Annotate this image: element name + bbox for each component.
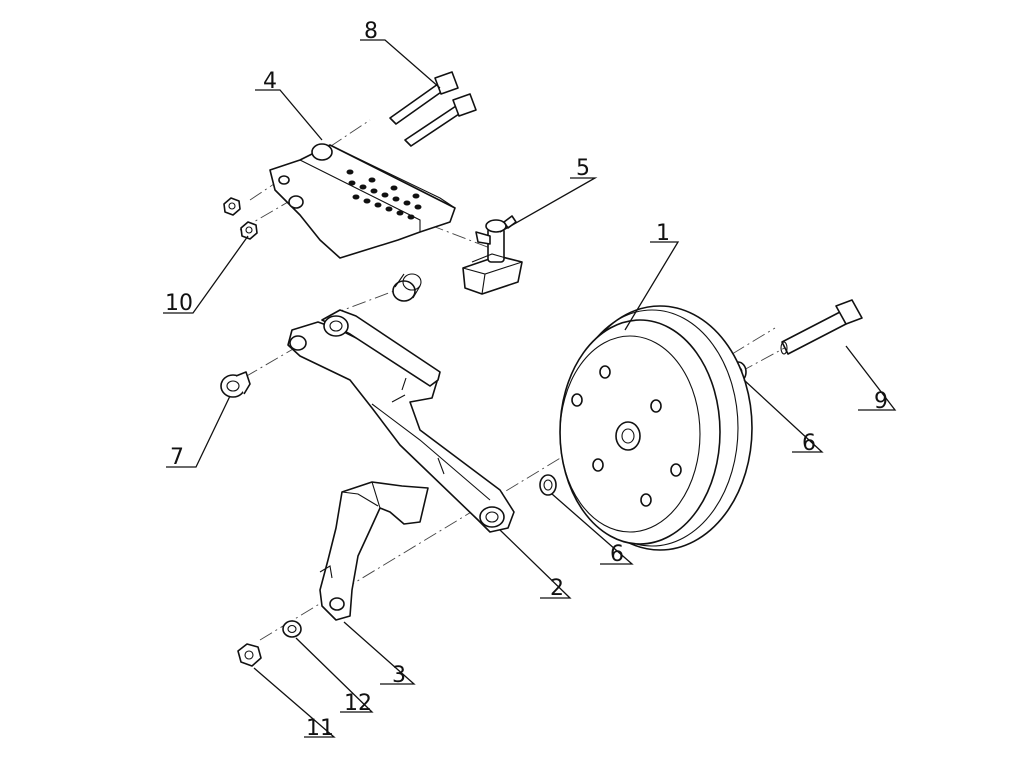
part-10-nuts <box>223 197 258 240</box>
callout-1: 1 <box>656 221 670 246</box>
callout-labels: 8 4 5 1 10 9 6 7 6 2 3 12 11 <box>165 19 888 741</box>
part-3-scraper <box>319 481 429 621</box>
callout-6-right: 6 <box>802 431 816 456</box>
part-11-nut <box>237 643 262 667</box>
part-2-arm <box>287 309 515 533</box>
part-1-gauge-wheel <box>559 305 753 551</box>
callout-10: 10 <box>165 291 193 316</box>
part-5-adjustment-handle <box>462 215 523 295</box>
part-9-axle-bolt <box>780 299 863 355</box>
part-12-washer <box>282 620 302 638</box>
wheel-bolt-holes <box>571 365 682 507</box>
callout-2: 2 <box>550 576 564 601</box>
leader-lines <box>163 39 897 738</box>
callout-11: 11 <box>306 716 334 741</box>
callout-5: 5 <box>576 156 590 181</box>
part-4-bracket <box>269 143 456 259</box>
callout-7: 7 <box>170 445 184 470</box>
part-7-bushing <box>220 371 251 398</box>
part-6-spacer-left <box>539 474 557 496</box>
adjustment-slot-holes <box>346 169 422 220</box>
callout-3: 3 <box>392 663 406 688</box>
callout-9: 9 <box>874 389 888 414</box>
callout-6-left: 6 <box>610 542 624 567</box>
part-8-bolts <box>389 71 477 147</box>
callout-12: 12 <box>344 691 372 716</box>
callout-4: 4 <box>263 69 277 94</box>
callout-8: 8 <box>364 19 378 44</box>
arm-top-bushing <box>392 273 422 302</box>
